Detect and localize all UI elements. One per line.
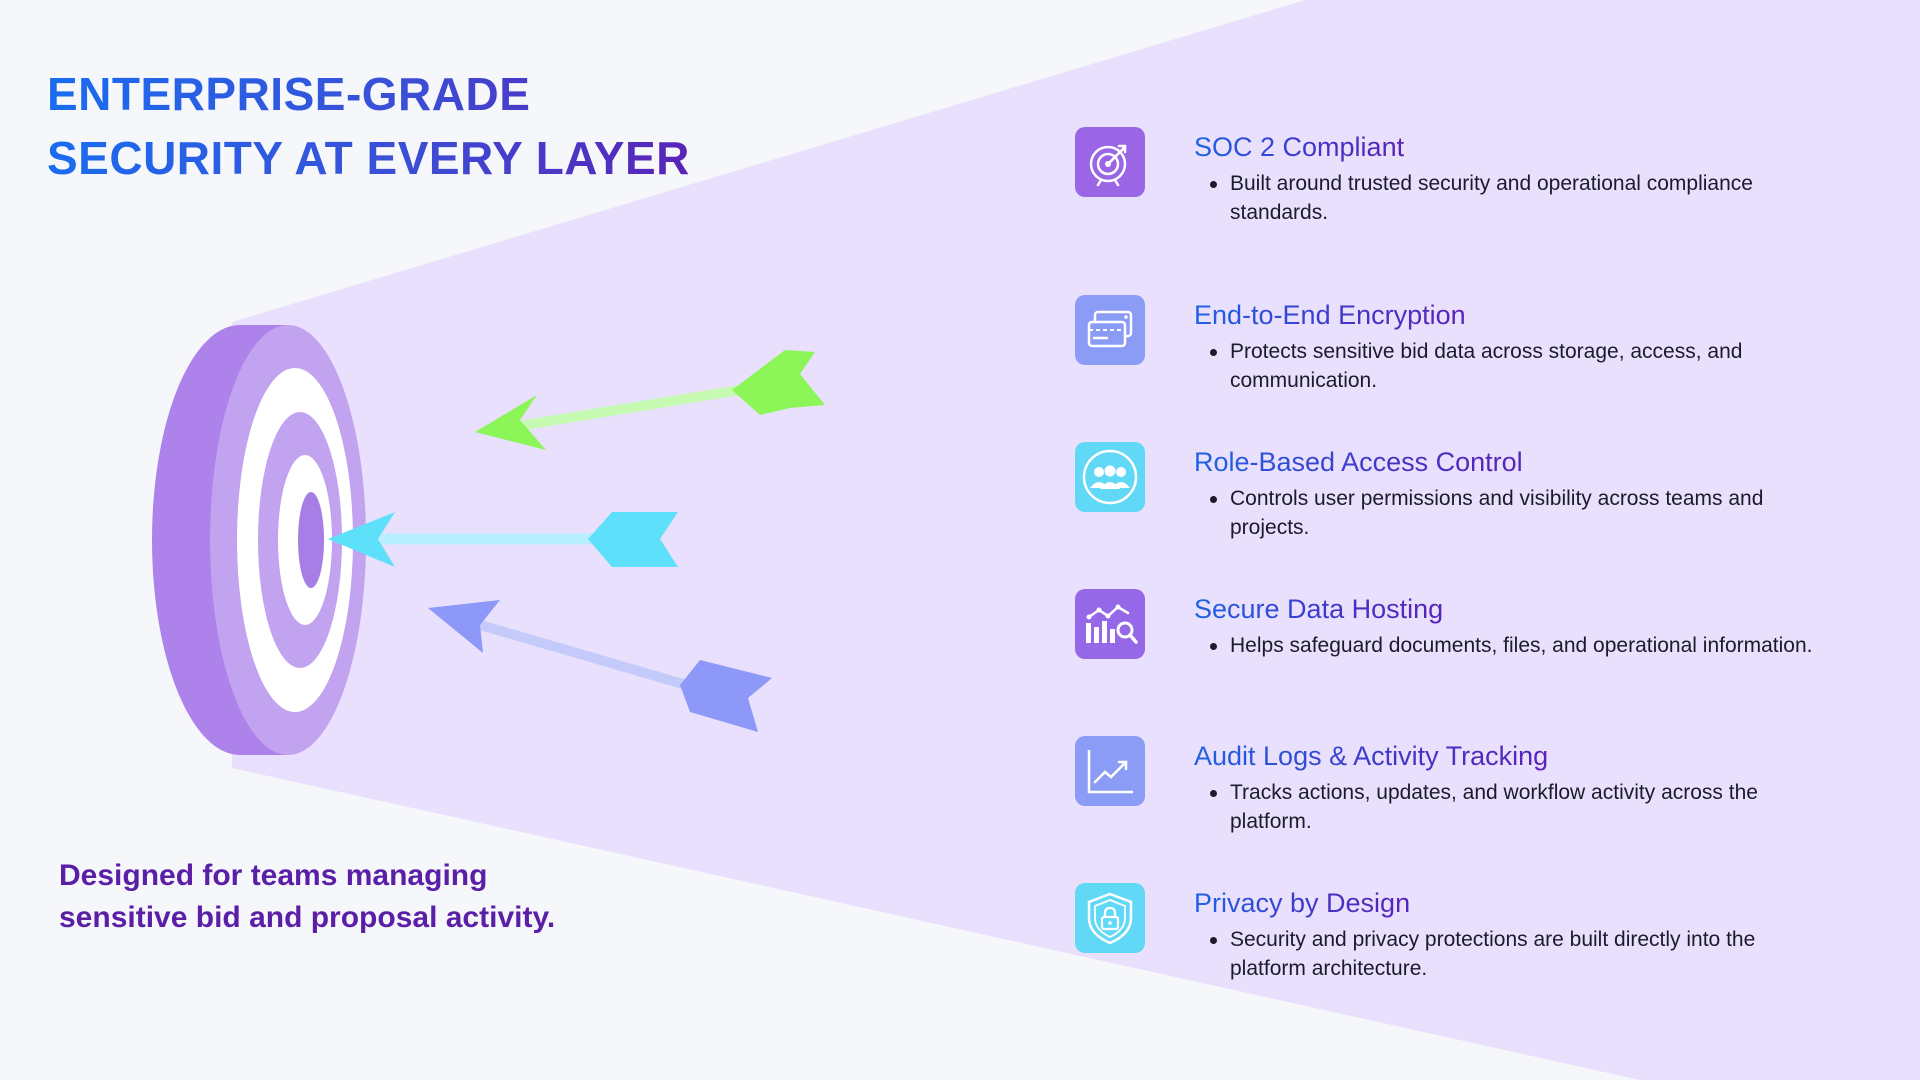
feature-privacy: Privacy by Design Security and privacy p…	[1075, 883, 1835, 993]
team-group-icon	[1075, 442, 1145, 512]
feature-description: Helps safeguard documents, files, and op…	[1210, 631, 1820, 660]
tagline-line-2: sensitive bid and proposal activity.	[59, 901, 556, 934]
feature-access-control: Role-Based Access Control Controls user …	[1075, 442, 1835, 552]
page-title: ENTERPRISE-GRADE SECURITY AT EVERY LAYER	[47, 62, 690, 190]
tagline-line-1: Designed for teams managing	[59, 859, 488, 892]
target-bullseye	[298, 492, 324, 588]
light-beam-shape	[232, 0, 1920, 1080]
shield-lock-icon	[1075, 883, 1145, 953]
feature-description: Controls user permissions and visibility…	[1210, 484, 1820, 542]
feature-audit-logs: Audit Logs & Activity Tracking Tracks ac…	[1075, 736, 1835, 846]
feature-description: Built around trusted security and operat…	[1210, 169, 1820, 227]
feature-title: End-to-End Encryption	[1194, 300, 1466, 330]
feature-encryption: End-to-End Encryption Protects sensitive…	[1075, 295, 1835, 405]
feature-description: Security and privacy protections are bui…	[1210, 925, 1820, 983]
trend-chart-icon	[1075, 736, 1145, 806]
target-icon	[1075, 127, 1145, 197]
arrow-green	[475, 350, 825, 450]
feature-title: Secure Data Hosting	[1194, 594, 1444, 624]
data-analytics-icon	[1075, 589, 1145, 659]
feature-data-hosting: Secure Data Hosting Helps safeguard docu…	[1075, 589, 1835, 699]
feature-title: SOC 2 Compliant	[1194, 132, 1405, 162]
arrow-blue	[428, 600, 772, 732]
page-title-line-1: ENTERPRISE-GRADE	[47, 68, 531, 120]
feature-title: Privacy by Design	[1194, 888, 1411, 918]
arrow-cyan	[328, 512, 678, 567]
feature-description: Protects sensitive bid data across stora…	[1210, 337, 1820, 395]
feature-soc2: SOC 2 Compliant Built around trusted sec…	[1075, 127, 1835, 237]
feature-title: Audit Logs & Activity Tracking	[1194, 741, 1549, 771]
feature-title: Role-Based Access Control	[1194, 447, 1523, 477]
credit-cards-icon	[1075, 295, 1145, 365]
tagline: Designed for teams managing sensitive bi…	[59, 855, 555, 939]
page-title-line-2: SECURITY AT EVERY LAYER	[47, 132, 690, 184]
feature-description: Tracks actions, updates, and workflow ac…	[1210, 778, 1820, 836]
